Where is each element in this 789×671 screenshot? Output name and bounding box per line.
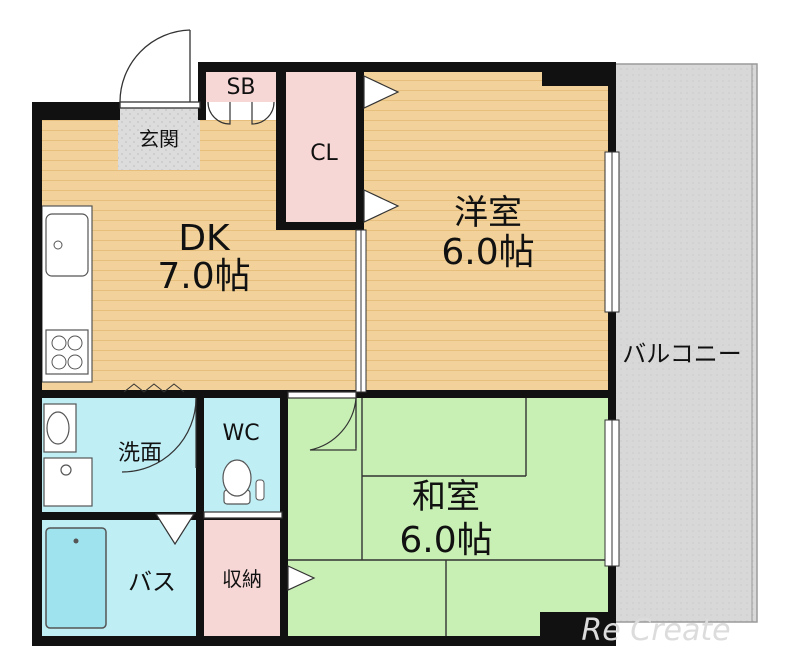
bathtub: [45, 527, 107, 629]
stove-burner-4: [67, 354, 83, 370]
bath-drain: [73, 538, 79, 544]
yoshitsu-floor: [362, 72, 608, 392]
label-balcony: バルコニー: [622, 340, 742, 368]
balcony-area: [611, 63, 758, 623]
label-senmen: 洗面: [118, 441, 162, 466]
wash-basin: [46, 411, 70, 445]
sb-doors: [207, 101, 275, 125]
stove-burner-1: [51, 335, 67, 351]
windows: [604, 151, 620, 567]
storage-floor: [204, 520, 282, 636]
washitsu-door: [287, 391, 357, 451]
sb-floor: [204, 70, 278, 102]
label-cl: CL: [310, 141, 338, 166]
toilet-bowl: [222, 459, 252, 497]
washer-drain: [60, 464, 72, 476]
wc-door: [203, 511, 283, 519]
watermark: Re Create: [581, 613, 730, 648]
closet-doors: [287, 75, 400, 591]
label-wc: WC: [222, 421, 259, 446]
label-genkan: 玄関: [139, 127, 179, 151]
label-dk-name: DK: [178, 218, 231, 259]
label-yoshitsu-size: 6.0帖: [441, 232, 534, 273]
senmen-door: [121, 397, 197, 473]
stove-burner-2: [67, 335, 83, 351]
stove-burner-3: [51, 354, 67, 370]
sink-drain: [53, 240, 63, 250]
bath-door: [154, 513, 196, 546]
label-washitsu-name: 和室: [412, 477, 480, 517]
gas-stove: [45, 329, 89, 375]
label-bath: バス: [128, 568, 176, 596]
toilet-paper: [255, 479, 265, 501]
closet-floor: [284, 72, 356, 226]
washitsu-floor: [286, 398, 608, 636]
entrance-door: [119, 29, 201, 109]
genkan-floor: [118, 106, 200, 170]
tatami-lines: [286, 398, 608, 636]
label-storage: 収納: [222, 567, 262, 591]
folding-door-dk: [123, 383, 185, 393]
kitchen-sink: [45, 213, 89, 277]
label-yoshitsu-name: 洋室: [454, 193, 522, 233]
label-washitsu-size: 6.0帖: [399, 520, 492, 561]
label-sb: SB: [226, 75, 255, 100]
sliding-partition: [355, 229, 367, 393]
label-dk-size: 7.0帖: [157, 256, 250, 297]
walls: [32, 62, 616, 646]
